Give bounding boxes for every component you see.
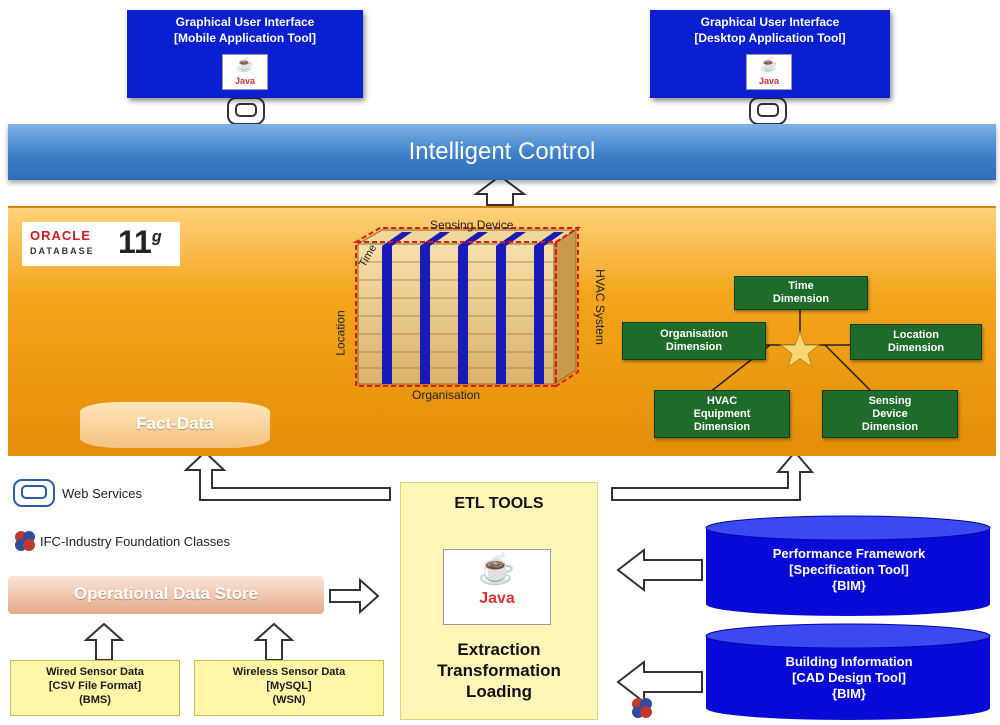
performance-framework-cylinder (705, 515, 991, 616)
etl-transformation: Transformation (437, 661, 561, 680)
cube-label-location: Location (333, 310, 348, 356)
time-dimension-box: Time Dimension (734, 276, 868, 310)
sensing-device-dimension-box: Sensing Device Dimension (822, 390, 958, 438)
etl-loading: Loading (465, 682, 533, 701)
arrow-perf-to-etl (616, 547, 703, 593)
java-logo-icon: ☕ Java (443, 549, 551, 625)
operational-data-store-box: Operational Data Store (8, 576, 324, 614)
intelligent-control-bar: Intelligent Control (8, 124, 996, 180)
oracle-database-label: DATABASE (30, 246, 95, 256)
gui-mobile-title: Graphical User Interface (175, 15, 315, 29)
gui-desktop-box: Graphical User Interface [Desktop Applic… (650, 10, 890, 98)
etl-title: ETL TOOLS (454, 495, 544, 512)
gui-desktop-title: Graphical User Interface (700, 15, 840, 29)
hvac-equipment-dimension-box: HVAC Equipment Dimension (654, 390, 790, 438)
web-services-label: Web Services (62, 486, 142, 501)
arrow-wireless-up (253, 622, 295, 661)
olap-cube (352, 226, 582, 388)
building-information-text: Building Information [CAD Design Tool] {… (785, 654, 913, 701)
wireless-sensor-data-box: Wireless Sensor Data [MySQL] (WSN) (194, 660, 384, 716)
up-arrow-icon (473, 174, 527, 206)
java-logo-icon: ☕ Java (222, 54, 268, 90)
intelligent-control-label: Intelligent Control (408, 138, 596, 165)
ifc-logo-icon (14, 530, 36, 552)
arrow-wired-up (83, 622, 125, 661)
building-information-cylinder (705, 623, 991, 720)
arrow-etl-to-dims (611, 450, 815, 501)
etl-tools-box: ETL TOOLS ☕ Java Extraction Transformati… (400, 482, 598, 720)
ifc-logo-icon (630, 696, 654, 720)
web-services-icon (13, 479, 55, 507)
location-dimension-box: Location Dimension (850, 324, 982, 360)
arrow-ods-to-etl (329, 577, 380, 615)
gui-desktop-subtitle: [Desktop Application Tool] (694, 31, 846, 45)
gui-mobile-box: Graphical User Interface [Mobile Applica… (127, 10, 363, 98)
arrow-bim-to-etl (616, 659, 703, 705)
oracle-version: 11g (118, 224, 162, 260)
java-logo-icon: ☕ Java (746, 54, 792, 90)
cube-label-organisation: Organisation (412, 388, 481, 402)
monitor-icon (749, 97, 787, 125)
organisation-dimension-box: Organisation Dimension (622, 322, 766, 360)
oracle-logo: ORACLE DATABASE 11g (22, 222, 180, 266)
monitor-icon (227, 97, 265, 125)
performance-framework-text: Performance Framework [Specification Too… (772, 546, 926, 593)
cube-label-sensing-device: Sensing Device (430, 218, 514, 232)
etl-extraction: Extraction (457, 640, 541, 659)
arrow-etl-to-fact (183, 450, 391, 501)
ods-label: Operational Data Store (73, 584, 259, 603)
oracle-brand: ORACLE (30, 228, 91, 243)
wired-sensor-data-box: Wired Sensor Data [CSV File Format] (BMS… (10, 660, 180, 716)
gui-mobile-subtitle: [Mobile Application Tool] (174, 31, 316, 45)
fact-data-cylinder: Fact-Data (80, 402, 270, 448)
star-icon (779, 330, 821, 369)
ifc-label: IFC-Industry Foundation Classes (40, 534, 231, 549)
fact-data-label: Fact-Data (136, 414, 214, 433)
